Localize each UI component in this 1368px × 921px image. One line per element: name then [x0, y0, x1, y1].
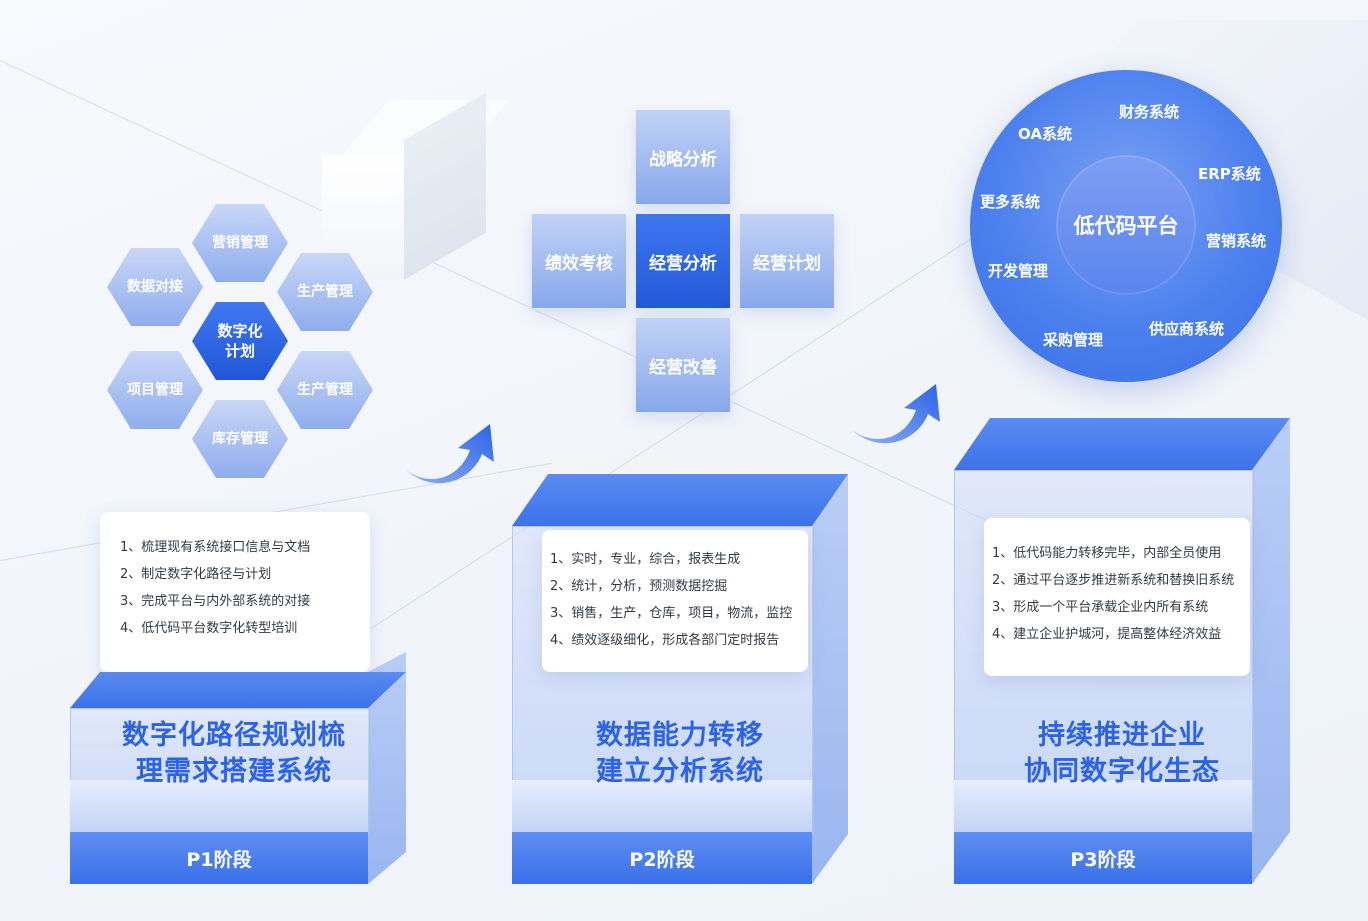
- cross-center: 经营分析: [636, 214, 730, 308]
- hex-center: 数字化 计划: [192, 302, 288, 380]
- stage-point: 4、低代码平台数字化转型培训: [120, 621, 298, 636]
- hex-item: 项目管理: [107, 351, 203, 429]
- box-floor: [70, 780, 368, 832]
- hex-item: 营销管理: [192, 204, 288, 282]
- cross-top: 战略分析: [636, 110, 730, 204]
- stage-point: 4、建立企业护城河，提高整体经济效益: [992, 627, 1222, 642]
- platform-core: 低代码平台: [1056, 155, 1196, 295]
- hex-item: 生产管理: [277, 253, 373, 331]
- box-floor: [954, 780, 1252, 832]
- stage-point: 1、实时，专业，综合，报表生成: [550, 552, 741, 567]
- box-top: [954, 418, 1290, 470]
- stage-point: 2、统计，分析，预测数据挖掘: [550, 579, 728, 594]
- curved-arrow-icon: [406, 424, 494, 484]
- platform-item: 营销系统: [1206, 232, 1267, 250]
- box-side: [1252, 418, 1290, 884]
- cross-left: 绩效考核: [532, 214, 626, 308]
- platform-item: 采购管理: [1043, 331, 1104, 349]
- stage-label: P1阶段: [70, 832, 368, 884]
- stage-point: 3、销售，生产，仓库，项目，物流，监控: [550, 606, 793, 621]
- platform-item: 财务系统: [1119, 103, 1180, 121]
- stage-label: P2阶段: [512, 832, 812, 884]
- stage-point: 1、梳理现有系统接口信息与文档: [120, 540, 311, 555]
- box-side: [812, 474, 848, 884]
- hex-item: 库存管理: [192, 400, 288, 478]
- box-floor: [512, 780, 812, 832]
- cross-right: 经营计划: [740, 214, 834, 308]
- stage-title: 持续推进企业 协同数字化生态: [1024, 720, 1220, 787]
- stage-title: 数据能力转移 建立分析系统: [596, 720, 764, 787]
- hex-item: 生产管理: [277, 351, 373, 429]
- stage-point: 2、制定数字化路径与计划: [120, 567, 272, 582]
- stage-title: 数字化路径规划梳 理需求搭建系统: [122, 720, 346, 787]
- stage-point: 4、绩效逐级细化，形成各部门定时报告: [550, 633, 780, 648]
- curved-arrow-icon: [852, 384, 940, 444]
- platform-item: 开发管理: [988, 262, 1049, 280]
- platform-item: 供应商系统: [1149, 320, 1225, 338]
- stage-point: 1、低代码能力转移完毕，内部全员使用: [992, 546, 1222, 561]
- stage-point: 2、通过平台逐步推进新系统和替换旧系统: [992, 573, 1235, 588]
- hex-item: 数据对接: [107, 248, 203, 326]
- platform-item: ERP系统: [1198, 165, 1261, 183]
- stage-label: P3阶段: [954, 832, 1252, 884]
- stage-card: 1、低代码能力转移完毕，内部全员使用 2、通过平台逐步推进新系统和替换旧系统 3…: [984, 518, 1250, 676]
- platform-item: 更多系统: [980, 193, 1041, 211]
- stage-card: 1、实时，专业，综合，报表生成 2、统计，分析，预测数据挖掘 3、销售，生产，仓…: [542, 530, 808, 672]
- stage-point: 3、形成一个平台承载企业内所有系统: [992, 600, 1209, 615]
- cross-bottom: 经营改善: [636, 318, 730, 412]
- box-top: [512, 474, 848, 526]
- platform-item: OA系统: [1018, 125, 1072, 143]
- box-top: [70, 672, 406, 708]
- stage-point: 3、完成平台与内外部系统的对接: [120, 594, 311, 609]
- stage-card: 1、梳理现有系统接口信息与文档 2、制定数字化路径与计划 3、完成平台与内外部系…: [100, 512, 370, 672]
